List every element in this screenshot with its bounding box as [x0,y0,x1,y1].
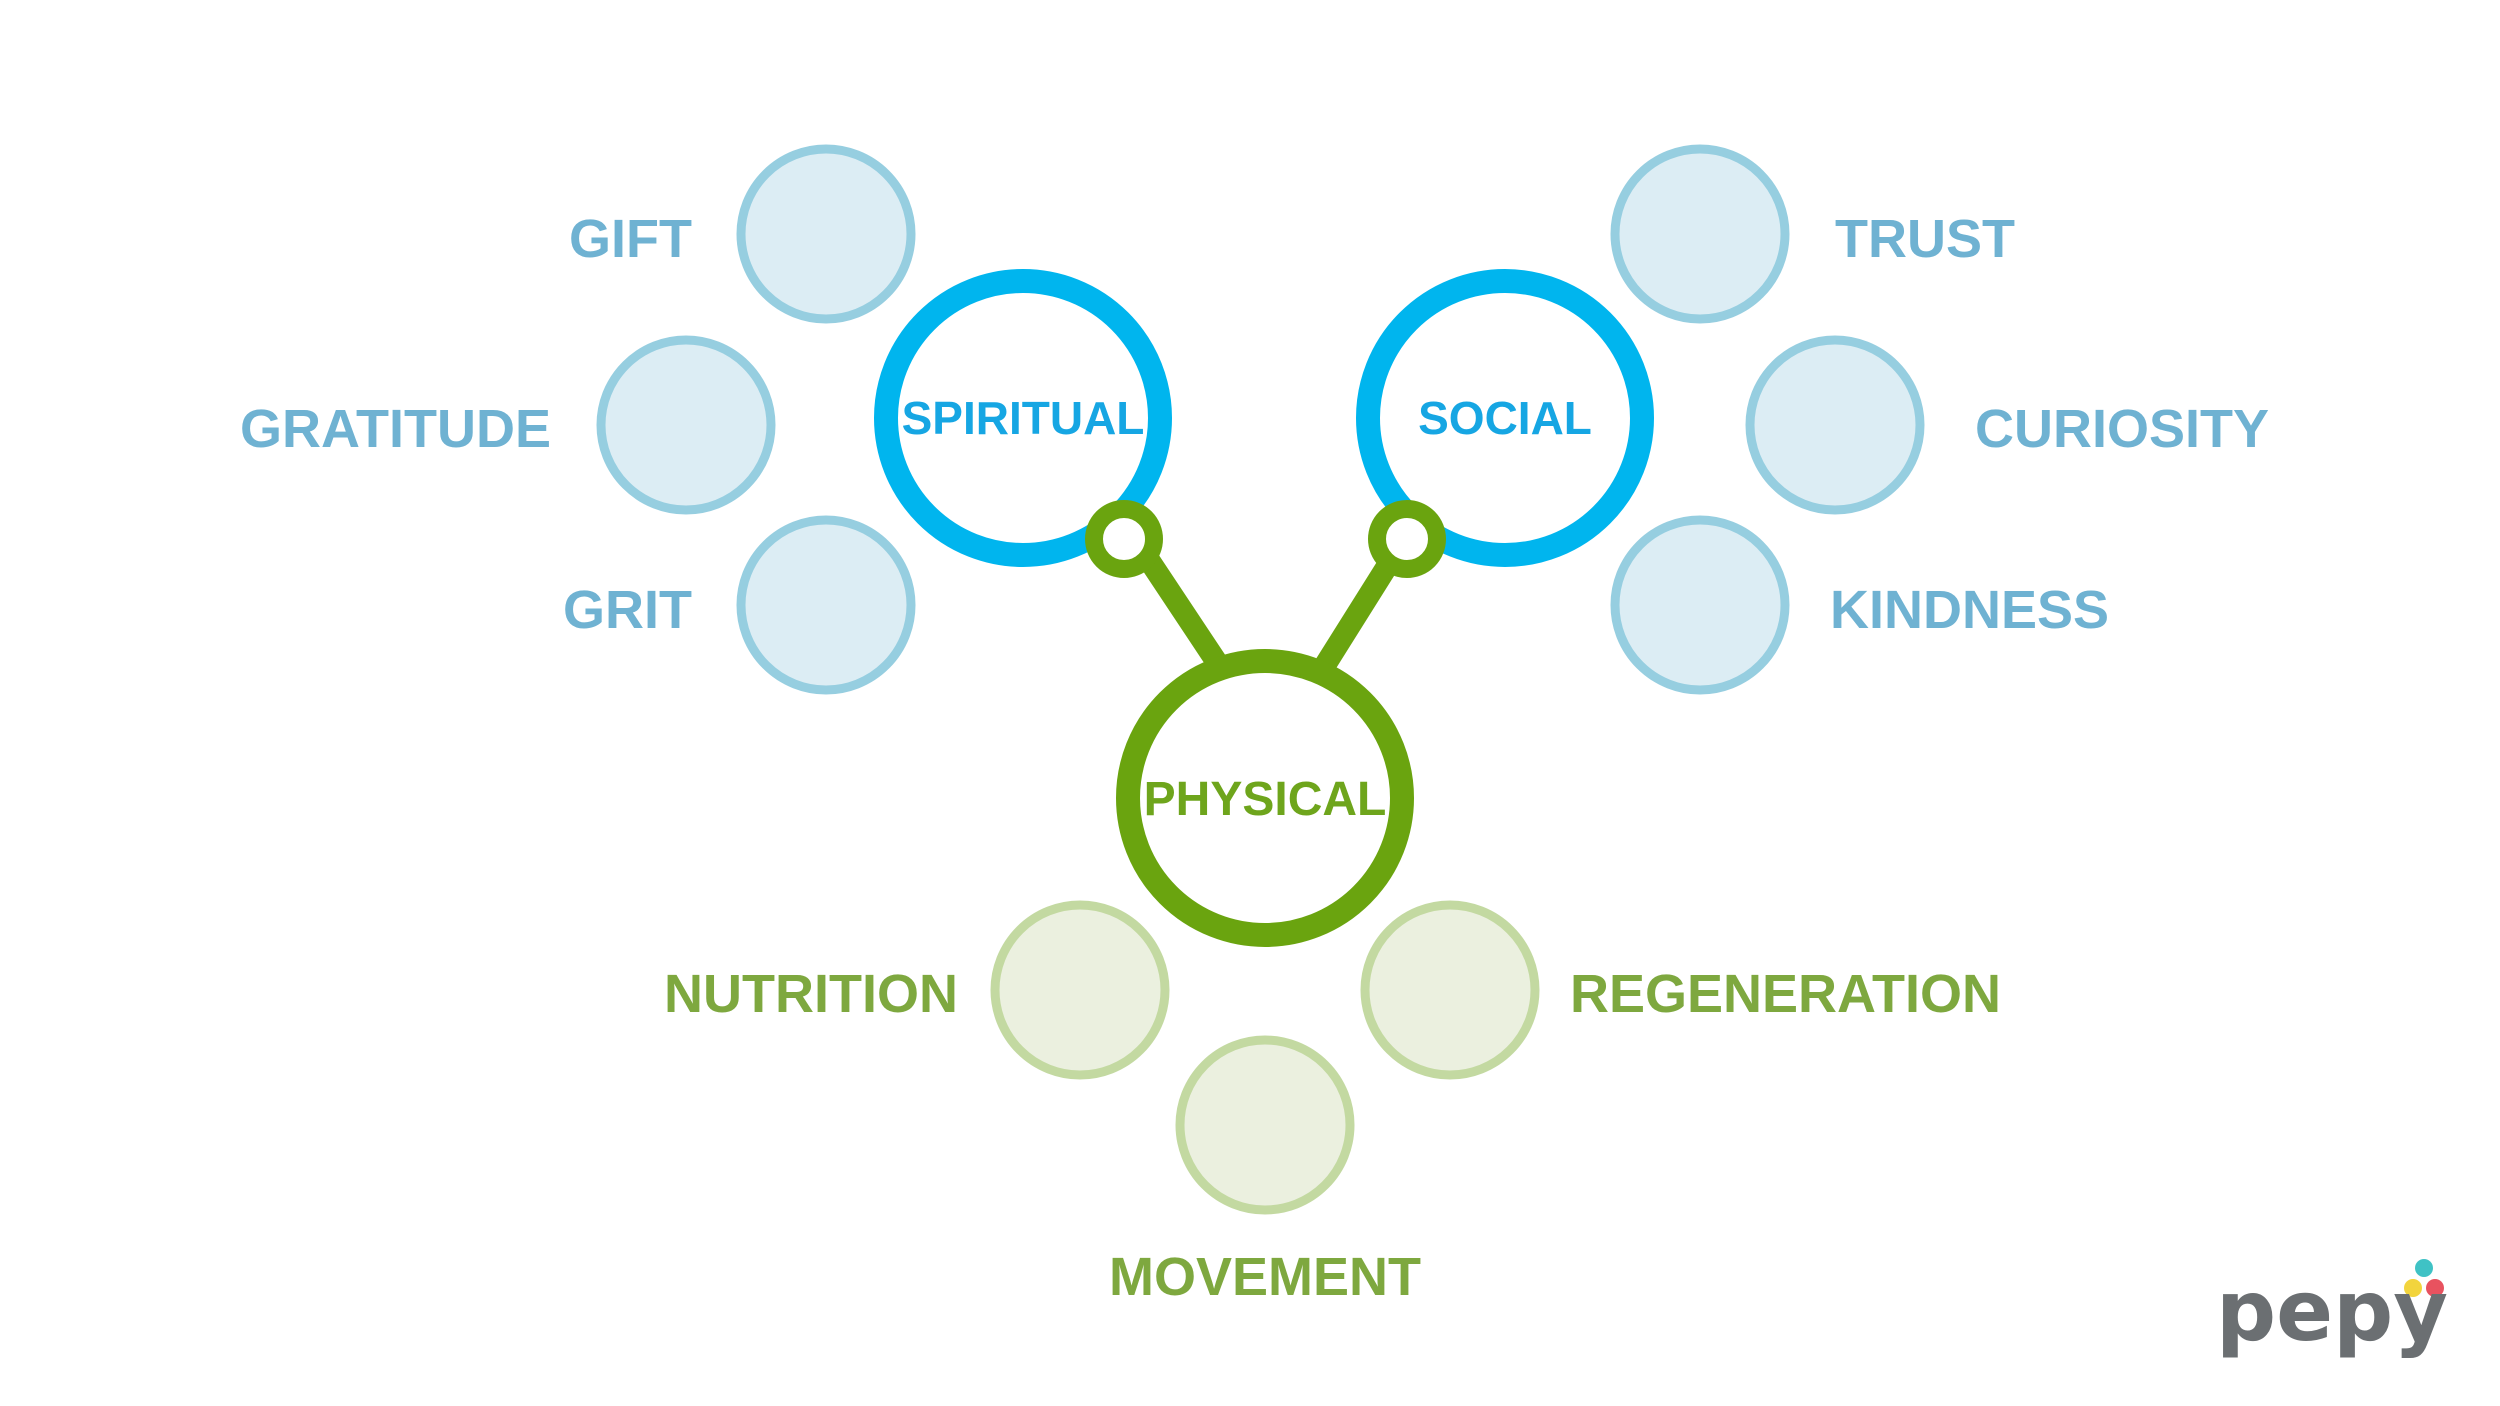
physical-hub [1116,649,1414,947]
social-cluster: TRUST CURIOSITY KINDNESS SOCIAL [1356,144,2269,695]
social-node-trust [1610,144,1790,324]
physical-label-nutrition: NUTRITION [664,964,958,1024]
physical-node-regeneration [1360,900,1540,1080]
physical-node-movement [1175,1035,1355,1215]
spiritual-connector-joint [1085,500,1163,578]
physical-label-movement: MOVEMENT [1109,1247,1421,1307]
logo-dot-teal-icon [2415,1259,2433,1277]
spiritual-label-gratitude: GRATITUDE [240,399,551,459]
physical-cluster: NUTRITION MOVEMENT REGENERATION PHYSICAL [664,649,2001,1307]
spiritual-label-grit: GRIT [563,580,692,640]
spiritual-hub [874,269,1172,567]
social-node-curiosity [1745,335,1925,515]
logo-wordmark: pepy [2216,1262,2448,1360]
spiritual-hub-label: SPIRITUAL [902,392,1145,444]
spiritual-node-grit [736,515,916,695]
spiritual-cluster: GIFT GRATITUDE GRIT SPIRITUAL [240,144,1172,695]
physical-label-regeneration: REGENERATION [1570,964,2001,1024]
physical-hub-label: PHYSICAL [1144,773,1387,826]
spiritual-node-gift [736,144,916,324]
physical-node-nutrition [990,900,1170,1080]
social-label-trust: TRUST [1835,209,2015,269]
social-label-kindness: KINDNESS [1830,580,2109,640]
social-hub-label: SOCIAL [1418,392,1592,444]
spiritual-label-gift: GIFT [569,209,692,269]
pepy-logo: pepy [2216,1259,2448,1360]
logo-dot-pink-icon [2426,1279,2444,1297]
social-node-kindness [1610,515,1790,695]
social-connector-joint [1368,500,1446,578]
social-label-curiosity: CURIOSITY [1975,399,2269,459]
social-hub [1356,269,1654,567]
spiritual-node-gratitude [596,335,776,515]
logo-dot-yellow-icon [2404,1279,2422,1297]
